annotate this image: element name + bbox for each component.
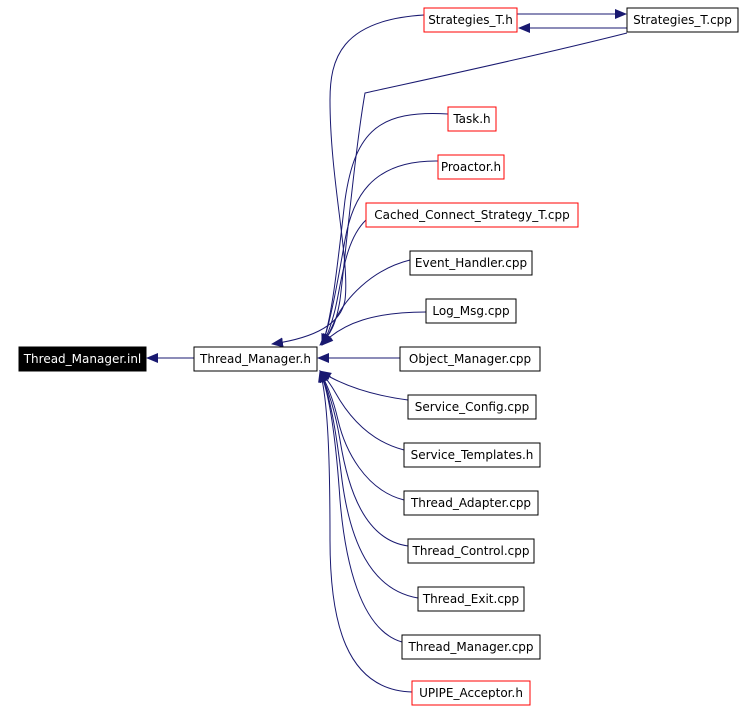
label-event-handler-cpp: Event_Handler.cpp	[415, 256, 527, 270]
node-service-templates-h[interactable]: Service_Templates.h	[403, 442, 541, 468]
node-strategies-t-h[interactable]: Strategies_T.h	[423, 7, 518, 33]
node-cached-connect-strategy[interactable]: Cached_Connect_Strategy_T.cpp	[365, 202, 579, 228]
label-log-msg-cpp: Log_Msg.cpp	[432, 304, 509, 318]
edge-upipe-to-center	[318, 370, 413, 693]
label-thread-manager-cpp: Thread_Manager.cpp	[407, 640, 533, 654]
label-proactor-h: Proactor.h	[441, 160, 501, 174]
edge-tmcpp-to-center	[319, 370, 403, 643]
label-strategies-t-h: Strategies_T.h	[428, 13, 513, 27]
node-service-config-cpp[interactable]: Service_Config.cpp	[407, 394, 537, 420]
label-thread-manager-inl: Thread_Manager.inl	[23, 352, 142, 366]
edge-svctemplates-to-center	[319, 370, 405, 451]
node-task-h[interactable]: Task.h	[447, 106, 497, 132]
node-upipe-acceptor-h[interactable]: UPIPE_Acceptor.h	[411, 680, 531, 706]
node-thread-control-cpp[interactable]: Thread_Control.cpp	[407, 538, 535, 564]
edge-logmsg-to-center	[321, 311, 427, 346]
node-thread-manager-cpp[interactable]: Thread_Manager.cpp	[401, 634, 541, 660]
label-thread-control-cpp: Thread_Control.cpp	[412, 544, 530, 558]
node-thread-manager-h[interactable]: Thread_Manager.h	[193, 346, 318, 372]
label-thread-exit-cpp: Thread_Exit.cpp	[422, 592, 519, 606]
edge-threadcontrol-to-center	[319, 370, 409, 547]
label-upipe-acceptor-h: UPIPE_Acceptor.h	[419, 686, 523, 700]
edge-svcconfig-to-center	[319, 370, 409, 401]
node-proactor-h[interactable]: Proactor.h	[437, 154, 505, 180]
node-log-msg-cpp[interactable]: Log_Msg.cpp	[425, 298, 517, 324]
edge-cached-to-center	[321, 219, 367, 346]
edge-threadexit-to-center	[319, 370, 419, 599]
label-task-h: Task.h	[452, 112, 490, 126]
label-service-config-cpp: Service_Config.cpp	[415, 400, 530, 414]
edge-task-to-center	[321, 113, 449, 346]
node-thread-exit-cpp[interactable]: Thread_Exit.cpp	[417, 586, 525, 612]
node-strategies-t-cpp[interactable]: Strategies_T.cpp	[626, 7, 739, 33]
label-thread-manager-h: Thread_Manager.h	[199, 352, 311, 366]
edge-proactor-to-center	[321, 160, 439, 346]
label-strategies-t-cpp: Strategies_T.cpp	[633, 13, 732, 27]
node-object-manager-cpp[interactable]: Object_Manager.cpp	[399, 346, 541, 372]
edges	[146, 9, 628, 693]
edge-strategies-h-to-center	[271, 14, 425, 348]
edge-threadadapter-to-center	[319, 370, 405, 501]
label-cached-connect-strategy: Cached_Connect_Strategy_T.cpp	[374, 208, 570, 222]
edge-strategies-cpp-to-center	[319, 32, 628, 346]
label-object-manager-cpp: Object_Manager.cpp	[409, 352, 531, 366]
node-thread-manager-inl[interactable]: Thread_Manager.inl	[18, 346, 147, 372]
label-thread-adapter-cpp: Thread_Adapter.cpp	[410, 496, 531, 510]
edge-event-to-center	[321, 259, 411, 346]
label-service-templates-h: Service_Templates.h	[411, 448, 534, 462]
node-event-handler-cpp[interactable]: Event_Handler.cpp	[409, 250, 533, 276]
node-thread-adapter-cpp[interactable]: Thread_Adapter.cpp	[403, 490, 539, 516]
